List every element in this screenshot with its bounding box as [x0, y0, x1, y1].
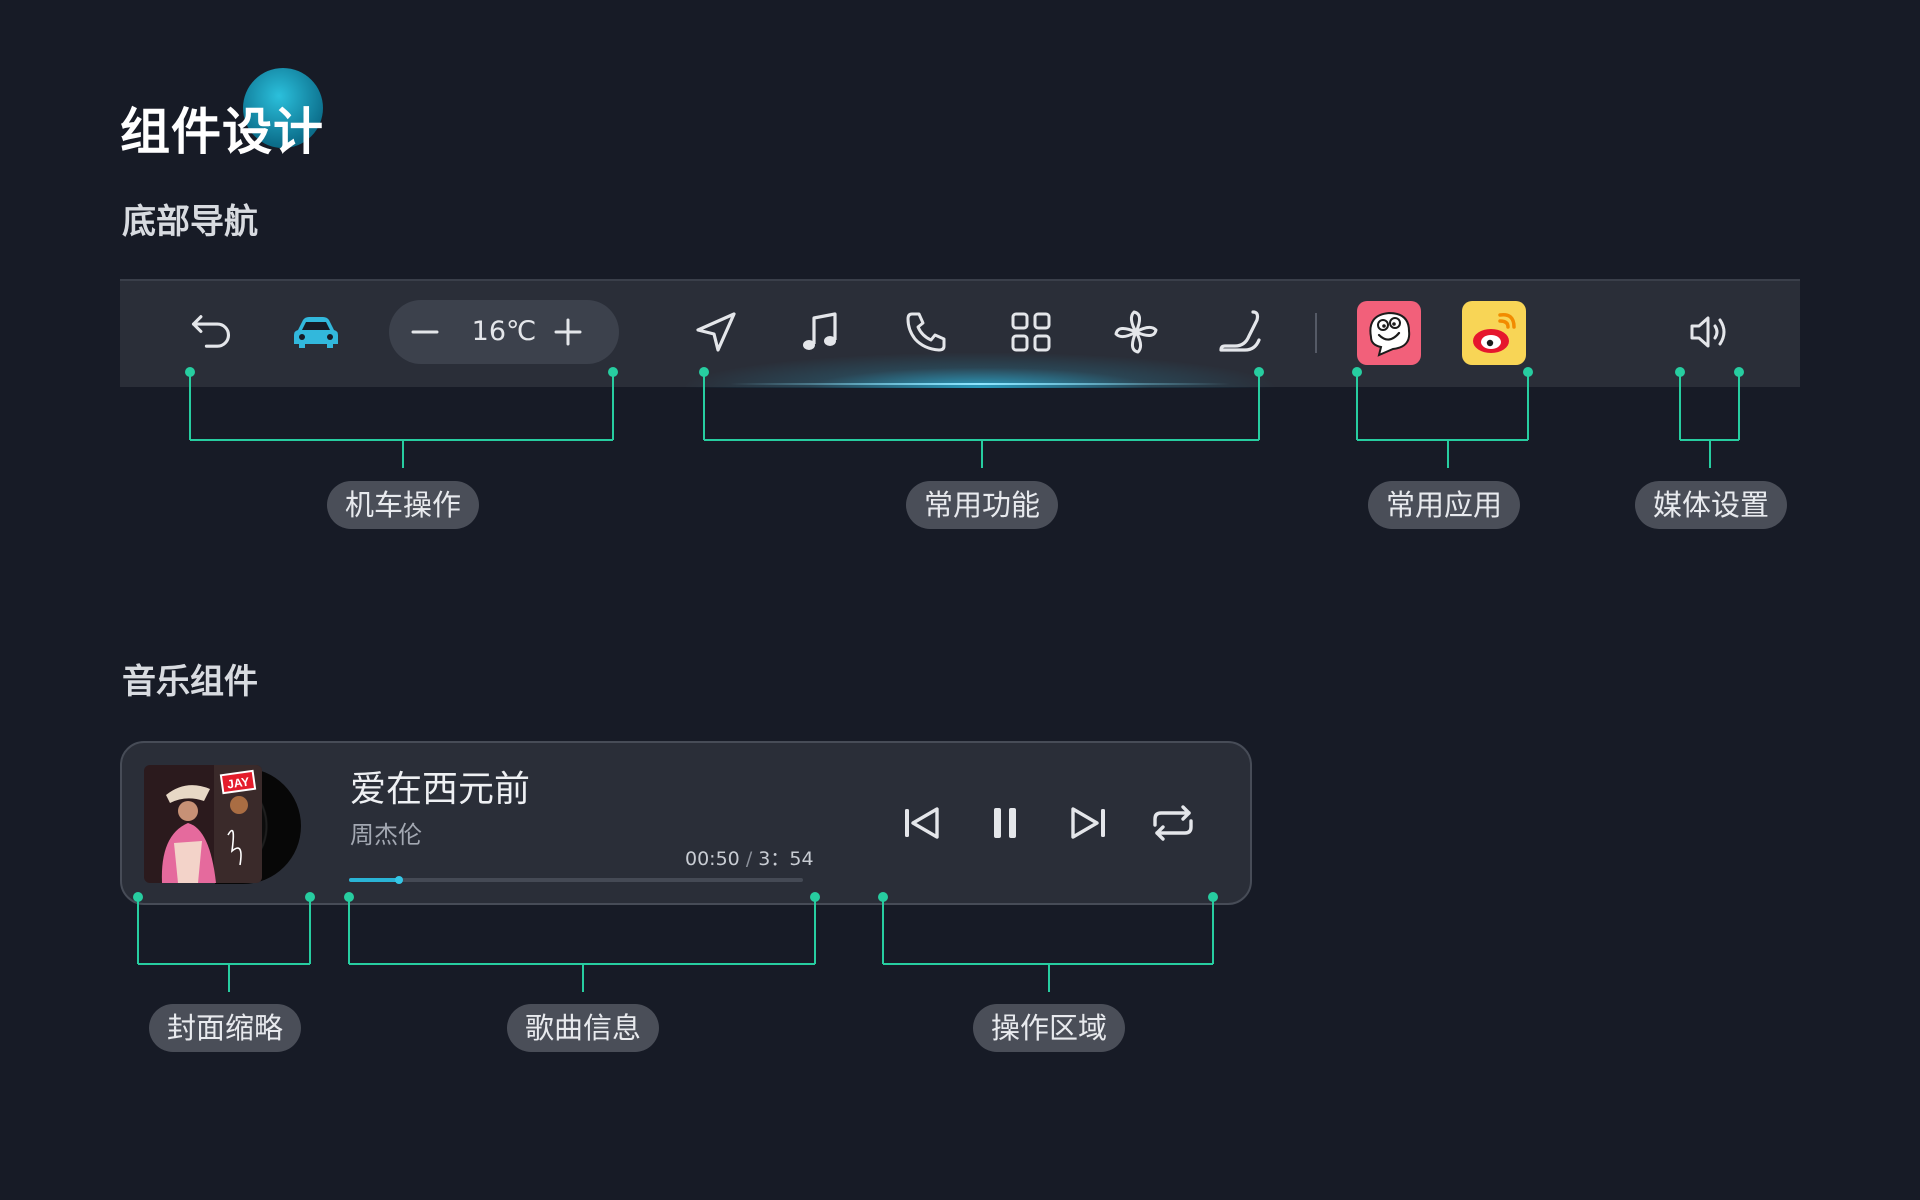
song-title: 爱在西元前 — [350, 769, 531, 810]
connector-dot — [1734, 367, 1744, 377]
connector-line — [1679, 372, 1681, 440]
connector-line — [612, 372, 614, 440]
section-title-music: 音乐组件 — [122, 662, 258, 702]
cartoon-face-app-icon[interactable] — [1357, 301, 1421, 365]
seat-icon[interactable] — [1215, 306, 1267, 358]
repeat-icon[interactable] — [1145, 795, 1201, 851]
connector-line — [1212, 897, 1214, 964]
progress-knob[interactable] — [394, 876, 403, 884]
cover-badge: JAY — [226, 774, 250, 791]
connector-dot — [1352, 367, 1362, 377]
connector-line — [703, 372, 705, 440]
connector-line — [814, 897, 816, 964]
music-icon[interactable] — [795, 306, 847, 358]
progress-fill — [349, 878, 399, 882]
connector-line — [190, 439, 613, 441]
apps-grid-icon[interactable] — [1005, 306, 1057, 358]
connector-line — [981, 440, 983, 468]
connector-dot — [344, 892, 354, 902]
previous-icon[interactable] — [893, 795, 949, 851]
connector-dot — [1675, 367, 1685, 377]
connector-dot — [133, 892, 143, 902]
connector-line — [309, 897, 311, 964]
nav-active-glow — [680, 352, 1280, 388]
total-duration: 3：54 — [758, 848, 814, 870]
fan-icon[interactable] — [1110, 306, 1162, 358]
music-player-card — [120, 741, 1252, 905]
label-common-apps: 常用应用 — [1367, 481, 1521, 529]
connector-line — [1738, 372, 1740, 440]
connector-line — [1048, 964, 1050, 992]
label-control-area: 操作区域 — [972, 1004, 1126, 1052]
page-title: 组件设计 — [120, 103, 324, 161]
label-cover-thumbnail: 封面缩略 — [148, 1004, 302, 1052]
connector-dot — [185, 367, 195, 377]
connector-line — [582, 964, 584, 992]
connector-line — [1357, 439, 1528, 441]
connector-line — [882, 897, 884, 964]
connector-line — [189, 372, 191, 440]
minus-icon[interactable] — [411, 318, 439, 346]
nav-divider — [1315, 313, 1317, 353]
car-icon[interactable] — [290, 306, 342, 358]
progress-bar[interactable] — [349, 876, 803, 884]
label-media-settings: 媒体设置 — [1634, 481, 1788, 529]
label-vehicle-operations: 机车操作 — [326, 481, 480, 529]
connector-line — [138, 963, 310, 965]
next-icon[interactable] — [1061, 795, 1117, 851]
label-song-info: 歌曲信息 — [506, 1004, 660, 1052]
plus-icon[interactable] — [554, 318, 582, 346]
song-time: 00:50 / 3：54 — [685, 844, 814, 871]
connector-line — [402, 440, 404, 468]
nav-active-indicator — [730, 383, 1230, 385]
label-common-functions: 常用功能 — [905, 481, 1059, 529]
connector-line — [228, 964, 230, 992]
connector-line — [348, 897, 350, 964]
song-artist: 周杰伦 — [350, 821, 422, 849]
weibo-app-icon[interactable] — [1462, 301, 1526, 365]
connector-line — [1709, 440, 1711, 468]
connector-line — [1258, 372, 1260, 440]
connector-line — [1356, 372, 1358, 440]
connector-line — [1447, 440, 1449, 468]
connector-dot — [1523, 367, 1533, 377]
connector-dot — [1208, 892, 1218, 902]
connector-dot — [305, 892, 315, 902]
connector-dot — [699, 367, 709, 377]
connector-line — [1527, 372, 1529, 440]
connector-dot — [878, 892, 888, 902]
album-cover[interactable]: JAY — [144, 765, 262, 883]
navigation-icon[interactable] — [690, 306, 742, 358]
phone-icon[interactable] — [900, 306, 952, 358]
connector-dot — [1254, 367, 1264, 377]
section-title-bottom-nav: 底部导航 — [122, 202, 258, 242]
back-icon[interactable] — [184, 306, 236, 358]
elapsed-time: 00:50 — [685, 848, 740, 870]
title-decoration-circle — [243, 68, 323, 148]
connector-dot — [608, 367, 618, 377]
connector-line — [137, 897, 139, 964]
time-separator: / — [745, 848, 753, 870]
pause-icon[interactable] — [977, 795, 1033, 851]
temperature-value: 16℃ — [471, 316, 537, 347]
connector-dot — [810, 892, 820, 902]
temperature-control: 16℃ — [389, 300, 619, 364]
volume-icon[interactable] — [1684, 306, 1736, 358]
